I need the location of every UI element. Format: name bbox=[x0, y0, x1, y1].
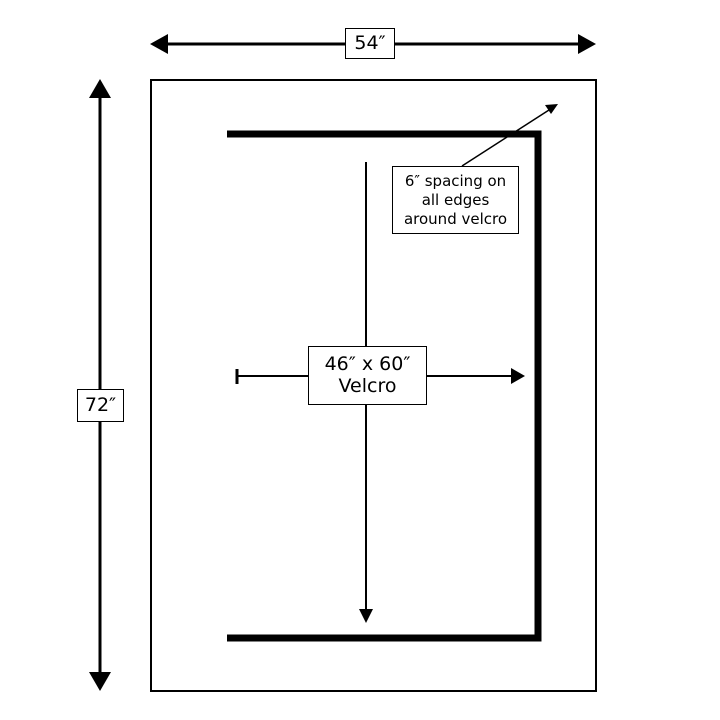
arrowhead-right-small-icon bbox=[511, 368, 525, 384]
spacing-note-label: 6″ spacing on all edges around velcro bbox=[392, 166, 519, 234]
arrowhead-right-icon bbox=[578, 34, 596, 54]
height-dimension-arrow bbox=[89, 79, 111, 691]
width-dimension-label: 54″ bbox=[345, 28, 395, 59]
arrowhead-up-icon bbox=[89, 79, 111, 98]
arrowhead-left-icon bbox=[150, 34, 168, 54]
velcro-strip bbox=[227, 130, 542, 642]
arrowhead-down-icon bbox=[89, 672, 111, 691]
arrowhead-leader-icon bbox=[545, 104, 558, 114]
panel-outline bbox=[150, 79, 597, 692]
height-dimension-label: 72″ bbox=[77, 389, 124, 422]
arrowhead-down-small-icon bbox=[359, 609, 373, 623]
spacing-leader-arrow bbox=[461, 104, 558, 167]
velcro-size-label: 46″ x 60″ Velcro bbox=[308, 346, 427, 405]
